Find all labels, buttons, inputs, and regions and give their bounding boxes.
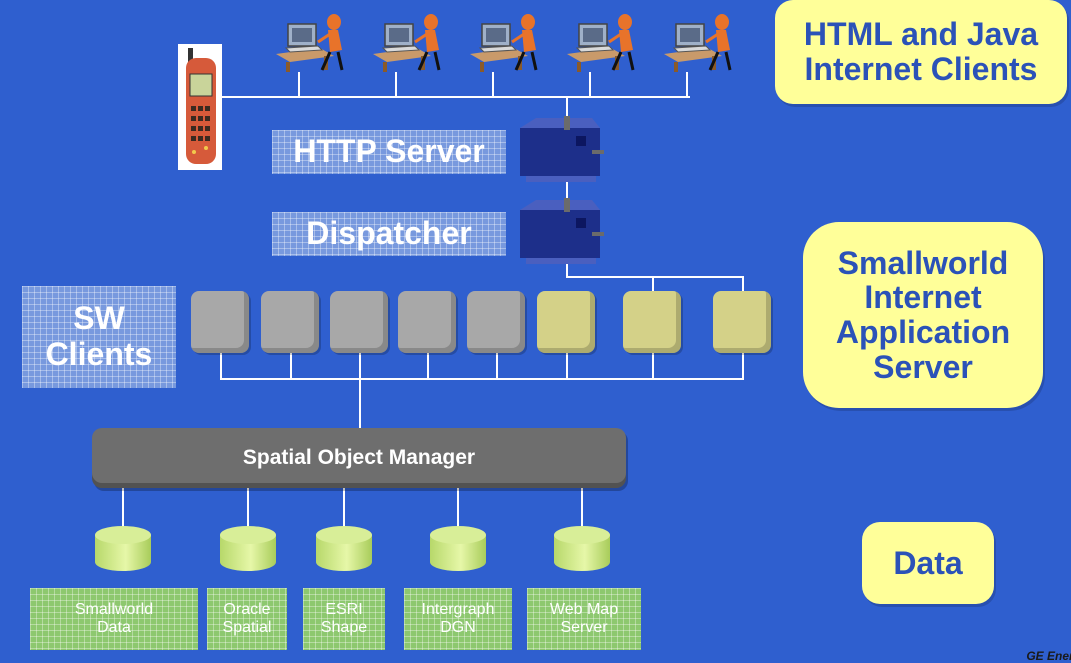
spatial-object-manager: Spatial Object Manager	[92, 428, 626, 488]
app-drop-line	[652, 276, 654, 298]
dispatcher-label: Dispatcher	[272, 212, 506, 256]
database-icon	[554, 526, 610, 576]
db-link-line	[247, 488, 249, 528]
sw-bus-bottom-line	[220, 378, 744, 380]
sw-client-process	[261, 291, 319, 353]
http-server-icon	[520, 116, 604, 182]
client-drop-line	[492, 72, 494, 97]
dispatcher-server-icon	[520, 198, 604, 264]
footer-text: GE Energ	[1026, 649, 1071, 663]
sw-drop-line	[359, 350, 361, 380]
data-source-oracle: Oracle Spatial	[207, 588, 287, 650]
database-icon	[220, 526, 276, 576]
http-uplink-line	[566, 97, 568, 127]
computer-user-icon	[567, 14, 635, 72]
app-server-process	[537, 291, 595, 353]
client-drop-line	[298, 72, 300, 97]
computer-user-icon	[470, 14, 538, 72]
sw-drop-line	[566, 350, 568, 380]
data-source-wms: Web Map Server	[527, 588, 641, 650]
client-drop-line	[589, 72, 591, 97]
app-server-process	[623, 291, 681, 353]
computer-user-icon	[373, 14, 441, 72]
mobile-phone-icon	[178, 44, 222, 170]
sw-drop-line	[742, 350, 744, 380]
sw-drop-line	[652, 350, 654, 380]
http-server-label: HTTP Server	[272, 130, 506, 174]
dispatcher-down-line	[566, 262, 568, 277]
app-drop-line	[742, 276, 744, 298]
client-drop-line	[395, 72, 397, 97]
data-source-esri: ESRI Shape	[303, 588, 385, 650]
sw-client-process	[467, 291, 525, 353]
sw-client-process	[191, 291, 249, 353]
sw-drop-line	[290, 350, 292, 380]
data-callout: Data	[862, 522, 994, 604]
database-icon	[316, 526, 372, 576]
computer-user-icon	[664, 14, 732, 72]
http-dispatcher-line	[566, 180, 568, 210]
sw-client-process	[398, 291, 456, 353]
clients-bus-line	[220, 96, 690, 98]
database-icon	[430, 526, 486, 576]
sw-drop-line	[427, 350, 429, 380]
client-drop-line	[686, 72, 688, 97]
sw-clients-label: SW Clients	[22, 286, 176, 388]
sw-drop-line	[220, 350, 222, 380]
db-link-line	[457, 488, 459, 528]
db-link-line	[343, 488, 345, 528]
db-link-line	[122, 488, 124, 528]
data-source-smallworld: Smallworld Data	[30, 588, 198, 650]
database-icon	[95, 526, 151, 576]
db-link-line	[581, 488, 583, 528]
sw-client-process	[330, 291, 388, 353]
app-server-process	[713, 291, 771, 353]
data-source-intergraph: Intergraph DGN	[404, 588, 512, 650]
sw-drop-line	[496, 350, 498, 380]
computer-user-icon	[276, 14, 344, 72]
som-uplink-line	[359, 380, 361, 430]
app-server-callout: Smallworld Internet Application Server	[803, 222, 1043, 408]
app-bus-top-line	[566, 276, 744, 278]
internet-clients-callout: HTML and Java Internet Clients	[775, 0, 1067, 104]
